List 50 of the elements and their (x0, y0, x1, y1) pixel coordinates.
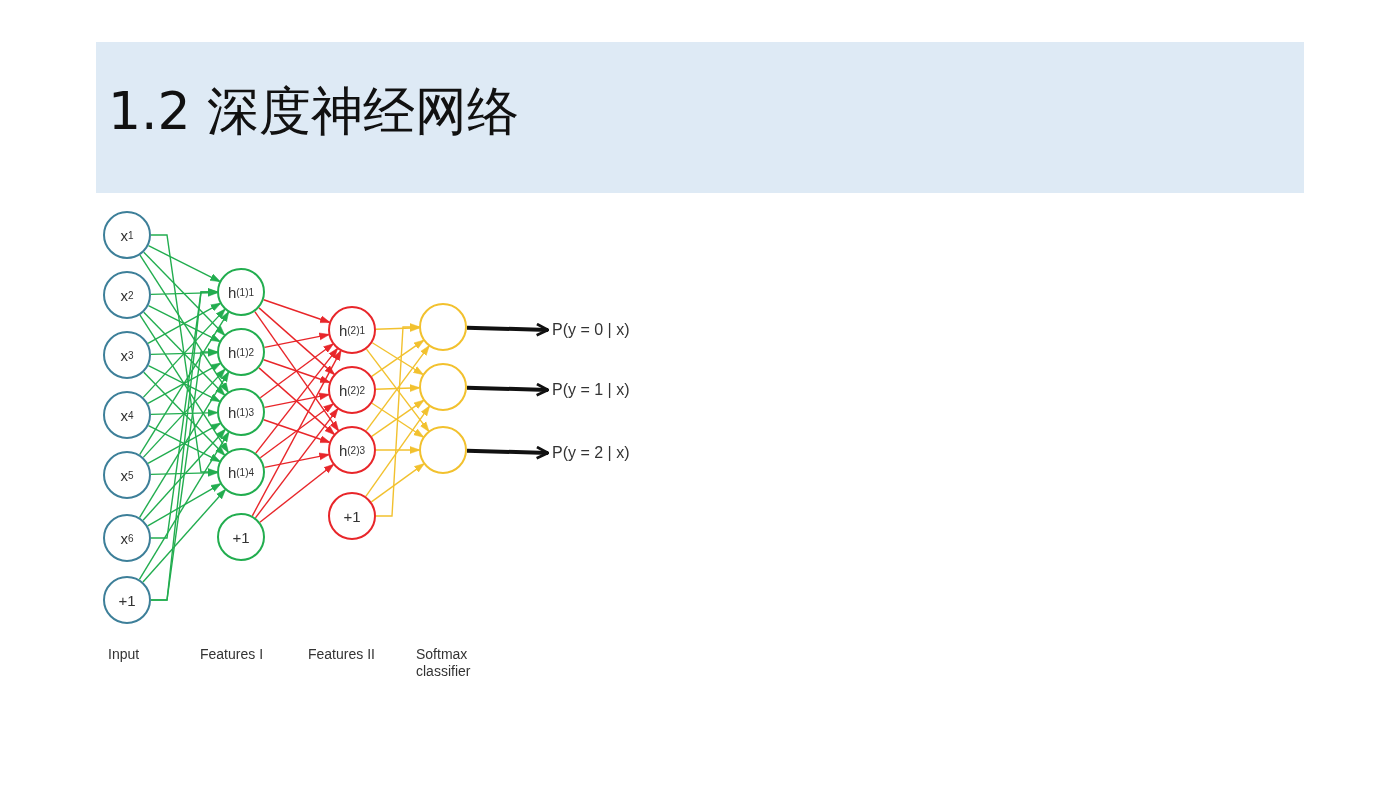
arrow (147, 483, 222, 527)
layer-label: Features II (308, 646, 376, 663)
arrow (139, 254, 229, 393)
neuron-circle: +1 (217, 513, 265, 561)
arrow (263, 299, 331, 323)
arrow (466, 382, 550, 397)
layer-label: Features I (200, 646, 265, 663)
arrow (263, 332, 330, 349)
arrow (138, 371, 230, 519)
neuron-circle: +1 (328, 492, 376, 540)
output-label: P(y = 0 | x) (552, 320, 630, 340)
arrow (466, 445, 550, 460)
arrow (254, 408, 339, 519)
arrow (375, 446, 421, 454)
arrow (142, 488, 226, 583)
arrow (263, 392, 330, 409)
neuron-circle (419, 426, 467, 474)
arrow (150, 409, 219, 417)
neuron-circle (419, 363, 467, 411)
arrow (254, 310, 340, 432)
arrow (143, 251, 226, 336)
arrow (150, 348, 219, 601)
arrow (263, 452, 330, 469)
output-label: P(y = 2 | x) (552, 443, 630, 463)
arrow (147, 245, 221, 282)
arrow (263, 359, 331, 383)
arrow (138, 431, 230, 581)
arrow (142, 428, 226, 521)
layer-label: Softmax classifier (416, 646, 472, 680)
arrow (150, 289, 219, 297)
arrow (258, 367, 335, 436)
arrow (365, 405, 430, 498)
output-label: P(y = 1 | x) (552, 380, 630, 400)
arrow (150, 349, 219, 357)
arrow (259, 403, 334, 459)
arrow (375, 384, 421, 392)
title: 1.2 深度神经网络 (108, 80, 520, 143)
arrow (259, 343, 334, 399)
arrow (263, 419, 331, 443)
arrow (150, 469, 219, 477)
arrow (375, 323, 421, 517)
neuron-circle (419, 303, 467, 351)
arrow (255, 347, 339, 454)
arrow (370, 463, 425, 503)
neuron-circle: +1 (103, 576, 151, 624)
arrow (466, 322, 550, 337)
layer-label: Input (108, 646, 141, 663)
arrow (251, 350, 342, 517)
arrow (258, 307, 335, 376)
arrow (259, 463, 335, 523)
